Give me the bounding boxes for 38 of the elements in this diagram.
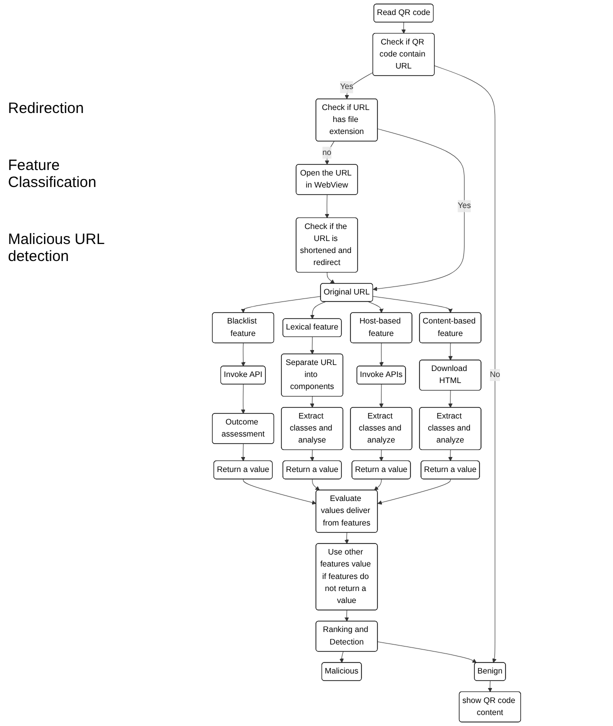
arrow — [448, 390, 453, 408]
edge-label: Yes — [458, 202, 471, 210]
arrow — [240, 296, 322, 314]
arrow — [324, 194, 330, 218]
section-label: Redirection — [8, 100, 85, 117]
arrow — [448, 342, 453, 360]
arrow — [434, 65, 497, 663]
arrow — [448, 450, 453, 462]
edge-label: No — [490, 370, 500, 380]
arrow — [401, 22, 406, 34]
arrow — [243, 478, 316, 505]
section-label: Malicious URL detection — [8, 231, 106, 265]
arrow — [326, 272, 335, 284]
arrow — [372, 296, 453, 314]
arrow — [312, 478, 320, 490]
arrow — [241, 384, 246, 414]
arrow — [488, 680, 492, 692]
arrow — [377, 642, 477, 664]
edge-label: Yes — [340, 82, 354, 92]
arrow — [310, 302, 326, 320]
arrow — [379, 384, 384, 408]
arrow — [344, 532, 349, 544]
arrow — [344, 610, 349, 622]
arrow — [310, 396, 314, 408]
arrow — [344, 72, 374, 100]
arrow — [379, 450, 384, 462]
arrow — [339, 651, 344, 663]
arrow — [310, 336, 314, 354]
arrow — [379, 342, 384, 366]
arrow — [240, 444, 246, 462]
arrow — [310, 450, 314, 462]
arrow — [374, 478, 382, 490]
arrow — [241, 342, 246, 366]
section-label: Feature Classification — [8, 157, 98, 191]
edge-label: no — [322, 148, 332, 157]
arrow — [377, 478, 451, 505]
arrow — [368, 302, 384, 314]
arrow — [372, 128, 465, 292]
